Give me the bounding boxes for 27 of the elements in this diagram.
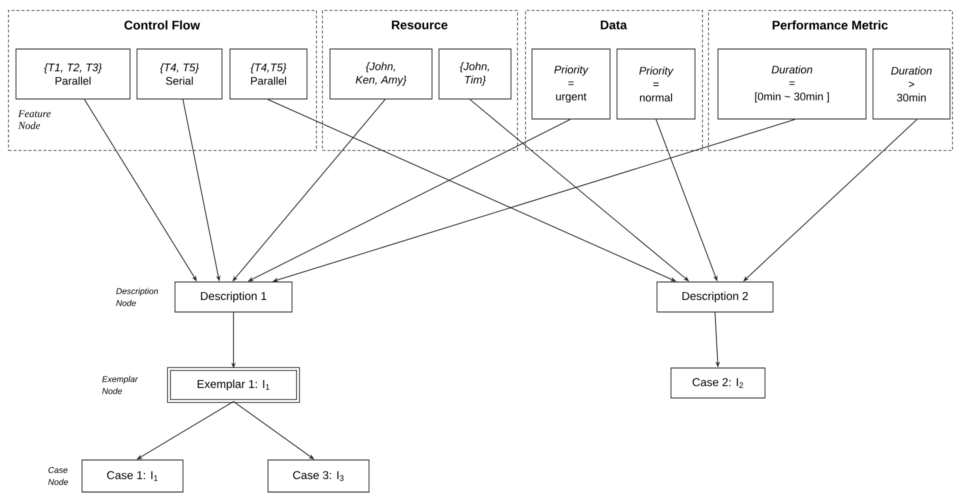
side-label: Description Node — [116, 288, 158, 306]
exemplar-box: Exemplar 1: I$_{1}$ — [167, 367, 300, 403]
feature-box: {T1, T2, T3} Parallel — [16, 48, 130, 100]
node-box: Case 3: I$_{3}$ — [268, 460, 370, 492]
group-title: Performance Metric — [772, 20, 888, 30]
feature-box: Duration > 30min — [872, 48, 950, 120]
side-label: Feature Node — [18, 110, 51, 130]
feature-box: {John, Tim} — [438, 48, 512, 100]
node-box: Case 1: I$_{1}$ — [82, 460, 184, 492]
side-label: Exemplar Node — [102, 376, 138, 394]
feature-box: {John, Ken, Amy} — [330, 48, 432, 100]
group-box — [708, 10, 953, 151]
node-box: Description 2 — [656, 282, 774, 312]
group-box — [525, 10, 703, 151]
node-box: Description 1 — [174, 282, 292, 312]
feature-box: {T4,T5} Parallel — [230, 48, 308, 100]
feature-box: Priority = urgent — [532, 48, 610, 120]
group-box — [8, 10, 317, 151]
group-title: Resource — [392, 20, 448, 30]
feature-box: Duration = [0min ~ 30min ] — [718, 48, 866, 120]
side-label: Case Node — [48, 467, 68, 485]
feature-box: Priority = normal — [616, 48, 696, 120]
group-box — [322, 10, 518, 151]
group-title: Control Flow — [124, 20, 200, 30]
group-title: Data — [600, 20, 628, 30]
node-box: Case 2: I$_{2}$ — [670, 368, 766, 398]
feature-box: {T4, T5} Serial — [136, 48, 222, 100]
